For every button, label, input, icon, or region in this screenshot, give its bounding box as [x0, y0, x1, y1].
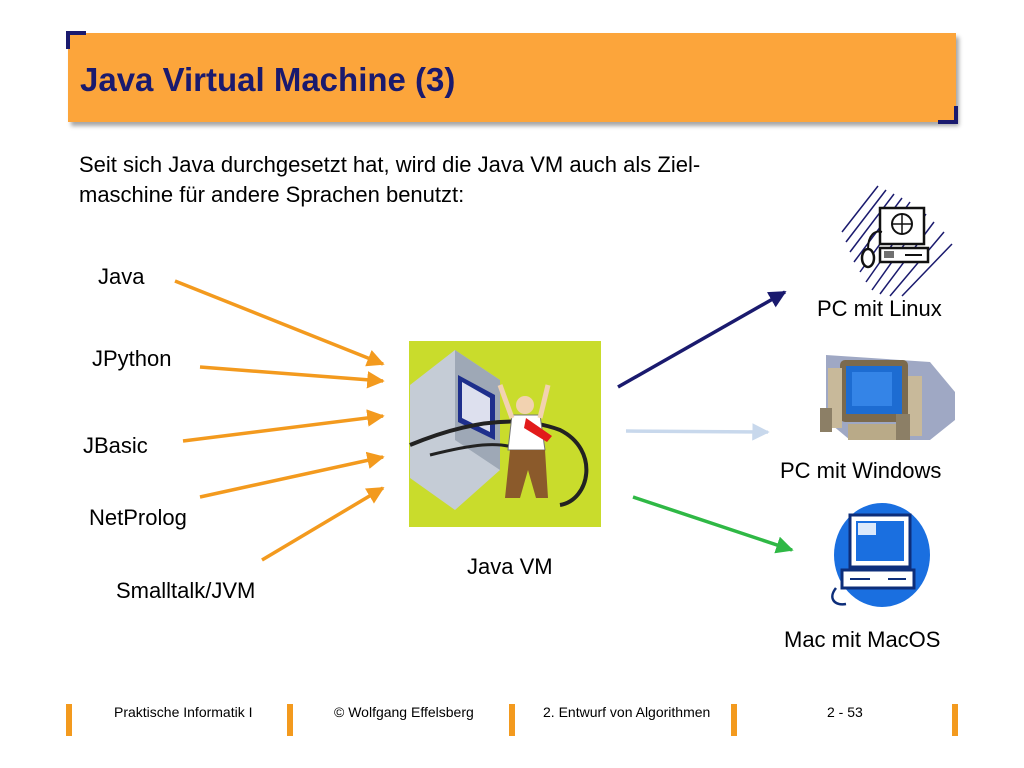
title-corner-top-left — [66, 31, 86, 49]
arrow-smalltalk — [261, 486, 385, 562]
arrow-to-windows — [625, 423, 770, 441]
language-netprolog: NetProlog — [89, 505, 187, 530]
language-java: Java — [98, 264, 145, 289]
footer-divider — [952, 704, 958, 736]
footer-course: Praktische Informatik I — [114, 704, 253, 720]
target-linux: PC mit Linux — [817, 296, 942, 321]
arrow-jbasic — [182, 409, 385, 443]
footer-page-number: 2 - 53 — [827, 704, 863, 720]
title-bar: Java Virtual Machine (3) — [66, 31, 958, 124]
blue-monitor-icon — [831, 503, 930, 607]
arrow-to-mac — [632, 495, 794, 554]
desktop-pc-icon — [820, 355, 955, 440]
arrow-netprolog — [199, 451, 385, 499]
vm-label: Java VM — [467, 554, 553, 579]
footer: Praktische Informatik I © Wolfgang Effel… — [0, 696, 1024, 736]
arrow-to-linux — [617, 290, 787, 389]
computer-globe-icon — [841, 185, 953, 297]
title-corner-bottom-right — [938, 106, 958, 124]
intro-text: Seit sich Java durchgesetzt hat, wird di… — [79, 150, 839, 210]
footer-divider — [731, 704, 737, 736]
intro-line-2: maschine für andere Sprachen benutzt: — [79, 182, 465, 207]
footer-divider — [66, 704, 72, 736]
footer-chapter: 2. Entwurf von Algorithmen — [543, 704, 711, 720]
person-monitor-clipart-icon — [409, 341, 601, 527]
target-windows: PC mit Windows — [780, 458, 942, 483]
language-jpython: JPython — [92, 346, 172, 371]
arrow-jpython — [199, 365, 385, 389]
intro-line-1: Seit sich Java durchgesetzt hat, wird di… — [79, 152, 701, 177]
language-jbasic: JBasic — [83, 433, 148, 458]
footer-divider — [287, 704, 293, 736]
footer-divider — [509, 704, 515, 736]
target-mac: Mac mit MacOS — [784, 627, 941, 652]
arrow-java — [174, 279, 385, 367]
input-arrows — [174, 279, 385, 562]
language-smalltalk-jvm: Smalltalk/JVM — [116, 578, 256, 603]
slide-title: Java Virtual Machine (3) — [80, 61, 456, 98]
footer-author: © Wolfgang Effelsberg — [334, 704, 474, 720]
